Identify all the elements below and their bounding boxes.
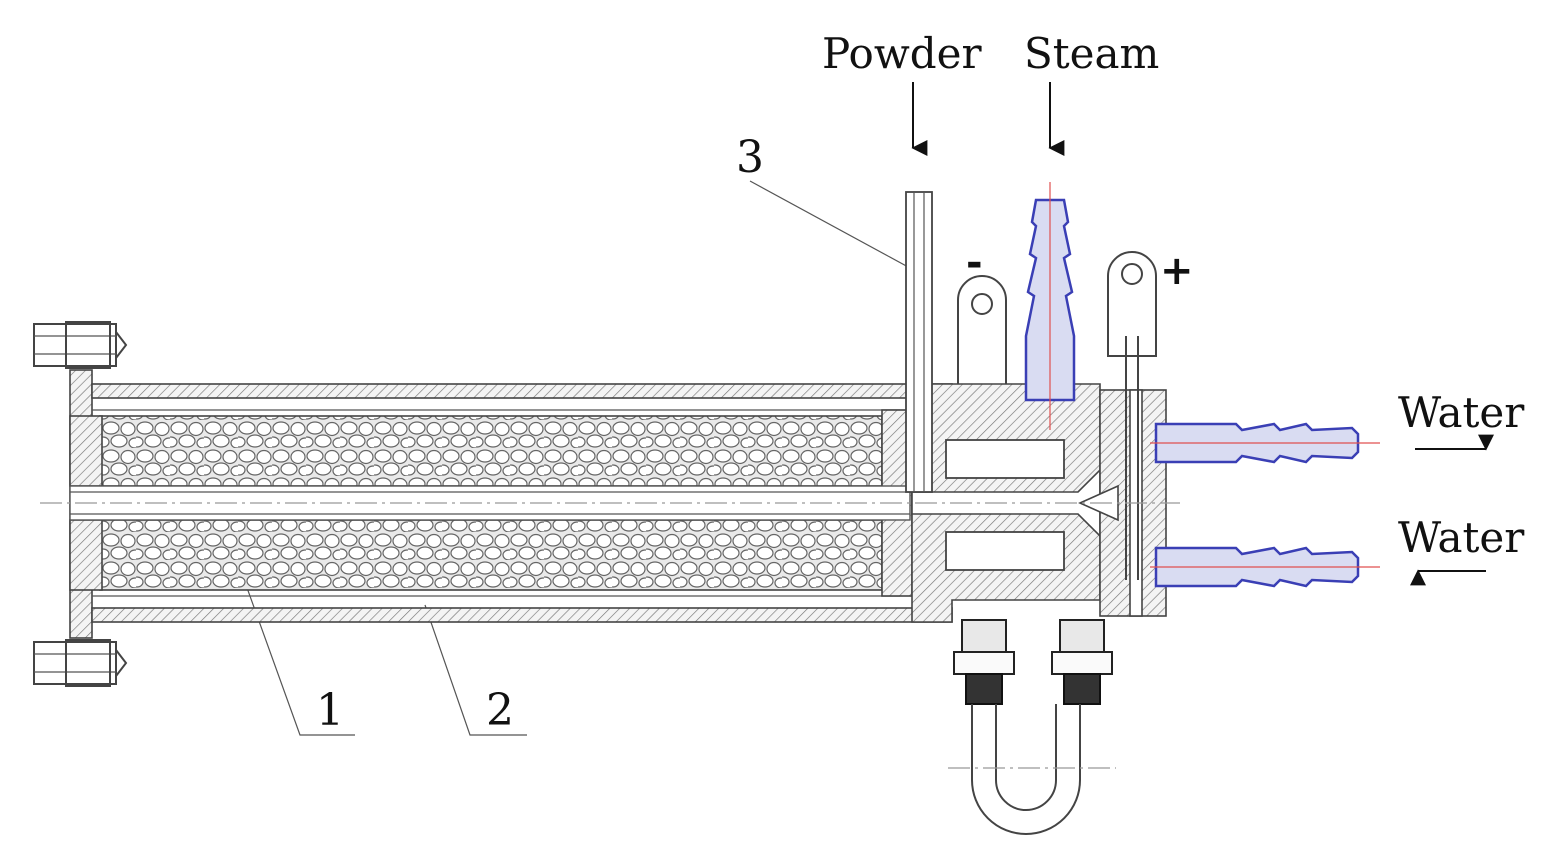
part-3-label: 3	[736, 132, 764, 183]
water-outlet-fitting	[1150, 422, 1380, 464]
cathode-minus-label: -	[966, 240, 983, 286]
steam-inlet-fitting	[1024, 182, 1076, 430]
steam-label: Steam	[1024, 29, 1159, 78]
powder-label: Powder	[822, 29, 983, 78]
anode-terminal	[1107, 251, 1157, 580]
packed-bed-part-1	[69, 409, 913, 597]
top-bolt	[33, 321, 128, 369]
water-inlet-label: Water	[1398, 513, 1525, 562]
packed-bed-upper	[99, 415, 883, 487]
cathode-terminal	[957, 275, 1007, 384]
u-tube	[971, 704, 1081, 835]
lower-coolant-chamber	[945, 531, 1065, 571]
left-loop-connector	[953, 619, 1015, 705]
water-inlet-fitting	[1150, 546, 1380, 588]
bottom-coolant-loop	[948, 619, 1116, 835]
water-outlet-label: Water	[1398, 388, 1525, 437]
part-3-leader	[749, 180, 911, 269]
part-2-label: 2	[486, 685, 514, 736]
part-2-leader	[424, 604, 527, 736]
outer-shell-part-2	[91, 383, 953, 623]
packed-bed-lower	[99, 519, 883, 591]
powder-feed-tube-part-3	[905, 191, 933, 493]
anode-plus-label: +	[1160, 248, 1194, 294]
upper-coolant-chamber	[945, 439, 1065, 479]
bottom-bolt	[33, 639, 128, 687]
part-1-leader	[227, 534, 355, 736]
part-1-label: 1	[316, 685, 344, 736]
right-loop-connector	[1051, 619, 1113, 705]
